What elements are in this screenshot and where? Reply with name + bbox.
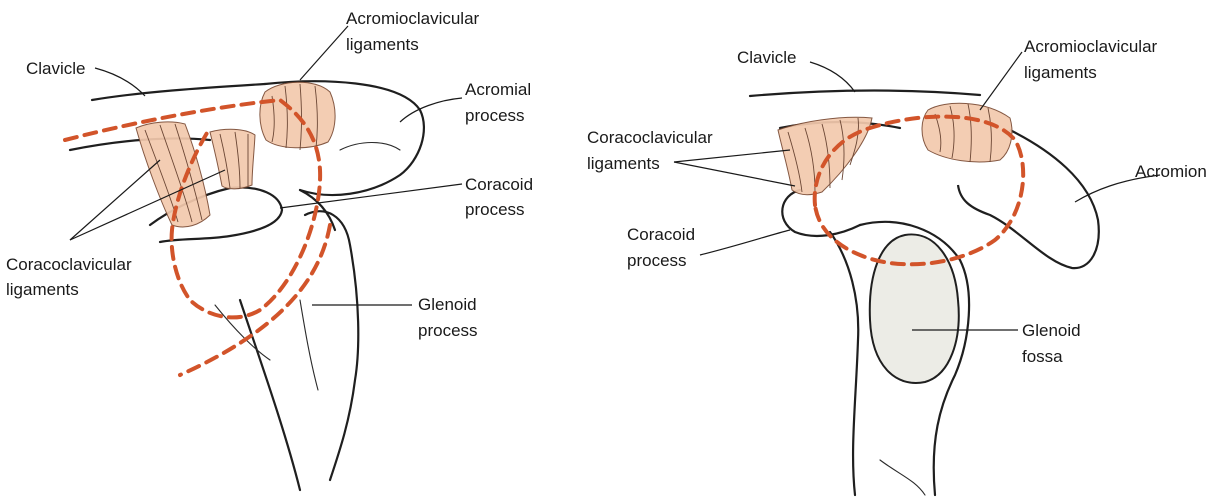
left-glenoid-bone [305,211,358,480]
right-clavicle-bone [750,91,980,96]
label-left-coracoclavicular: Coracoclavicular ligaments [6,255,136,299]
right-coracoclavicular-ligament [778,117,872,194]
label-right-clavicle: Clavicle [737,48,797,67]
label-left-glenoid-process: Glenoid process [418,295,481,340]
left-dashed-extension [180,225,330,375]
label-left-clavicle: Clavicle [26,59,86,78]
label-right-acromion: Acromion [1135,162,1207,181]
label-left-acromioclavicular: Acromioclavicular ligaments [346,9,484,54]
label-right-glenoid-fossa: Glenoid fossa [1022,321,1085,366]
left-coracoclavicular-ligament-2 [210,129,255,189]
label-right-coracoid-process: Coracoid process [627,225,700,270]
right-coracoid-bone [782,190,860,236]
left-scapula-lateral [240,300,300,490]
right-illustration [750,91,1099,495]
right-glenoid-fossa [870,234,959,382]
label-right-acromioclavicular: Acromioclavicular ligaments [1024,37,1162,82]
right-scapula-detail [880,460,925,495]
left-illustration [65,81,424,490]
right-acromioclavicular-ligament [922,103,1012,162]
left-coracoclavicular-ligament-1 [136,122,210,227]
label-left-coracoid-process: Coracoid process [465,175,538,219]
left-clavicle-bone [92,84,265,100]
left-labels: Acromioclavicular ligaments Clavicle Acr… [6,9,538,340]
left-glenoid-inner [300,300,318,390]
left-acromion-detail [340,143,400,151]
label-left-acromial-process: Acromial process [465,80,536,125]
right-scapula-left [830,232,858,495]
